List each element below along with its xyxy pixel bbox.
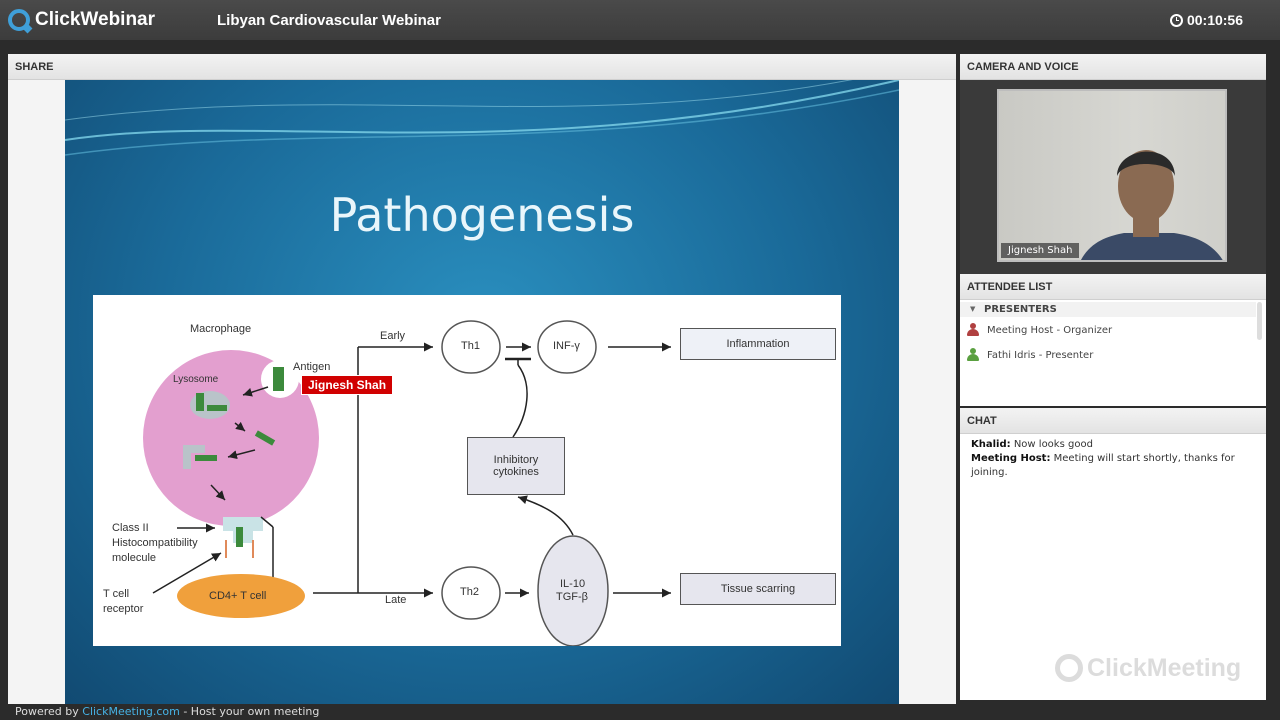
chat-text: Now looks good: [1013, 439, 1093, 450]
attendee-name: Fathi Idris - Presenter: [987, 349, 1094, 361]
infg-circle: [537, 320, 597, 374]
th1-circle: [441, 320, 501, 374]
session-timer: 00:10:56: [1169, 12, 1243, 28]
chat-message: Khalid: Now looks good: [971, 438, 1256, 452]
clock-icon: [1169, 13, 1183, 27]
attendee-item[interactable]: Fathi Idris - Presenter: [966, 346, 1093, 364]
chat-text: Meeting will start shortly, thanks for j…: [971, 453, 1235, 478]
share-header: SHARE: [8, 54, 956, 80]
slide-wave-decoration: [65, 80, 899, 156]
presentation-slide: Pathogenesis: [65, 80, 899, 704]
label-late: Late: [385, 594, 407, 606]
inhibitory-line1: Inhibitory: [493, 454, 539, 466]
group-label: PRESENTERS: [984, 304, 1057, 315]
share-area: Pathogenesis: [8, 80, 956, 704]
label-th2: Th2: [460, 586, 479, 598]
share-panel: SHARE Pathogenesis: [8, 54, 956, 704]
chat-panel: CHAT Khalid: Now looks good Meeting Host…: [960, 408, 1266, 700]
chat-author: Khalid:: [971, 439, 1011, 450]
watermark-text: ClickMeeting: [1087, 654, 1242, 682]
presenter-video[interactable]: Jignesh Shah: [997, 89, 1227, 262]
logo-text: ClickWebinar: [35, 9, 156, 30]
label-tcell: T cell: [103, 588, 130, 600]
app-logo: ClickWebinar: [8, 8, 155, 32]
footer: Powered by ClickMeeting.com - Host your …: [15, 705, 319, 718]
footer-prefix: Powered by: [15, 705, 79, 718]
footer-suffix: - Host your own meeting: [183, 705, 320, 718]
cd4-cell: [177, 574, 305, 618]
label-receptor: receptor: [103, 603, 144, 615]
attendee-header: ATTENDEE LIST: [960, 274, 1266, 300]
caret-down-icon: ▼: [970, 305, 976, 313]
pathogenesis-diagram: Macrophage Antigen Lysosome Class II His…: [93, 295, 841, 646]
label-infg: INF-γ: [553, 340, 580, 352]
chat-message: Meeting Host: Meeting will start shortly…: [971, 452, 1256, 480]
label-tgfb: TGF-β: [556, 591, 588, 603]
clickmeeting-watermark: ClickMeeting: [1055, 654, 1241, 682]
inhibitory-cytokines-box: Inhibitory cytokines: [467, 437, 565, 495]
attendee-list: ▼ PRESENTERS Meeting Host - Organizer Fa…: [960, 300, 1266, 406]
label-il10: IL-10: [560, 578, 586, 590]
person-icon: [966, 323, 980, 337]
chat-author: Meeting Host:: [971, 453, 1051, 464]
label-histo: Histocompatibility: [112, 537, 198, 549]
top-bar: ClickWebinar Libyan Cardiovascular Webin…: [0, 0, 1280, 40]
presenter-pointer-tag: Jignesh Shah: [301, 375, 394, 395]
camera-header: CAMERA AND VOICE: [960, 54, 1266, 80]
presenter-silhouette: [1081, 150, 1223, 260]
clickmeeting-link[interactable]: ClickMeeting.com: [82, 705, 180, 718]
label-early: Early: [380, 330, 406, 342]
logo-icon: [8, 9, 30, 31]
il10-oval: [537, 535, 609, 646]
label-cd4: CD4+ T cell: [209, 590, 267, 602]
clickmeeting-logo-icon: [1055, 654, 1083, 682]
slide-title: Pathogenesis: [329, 188, 635, 242]
inflammation-box: Inflammation: [680, 328, 836, 360]
video-name-label: Jignesh Shah: [1001, 243, 1080, 258]
th2-circle: [441, 566, 501, 620]
attendee-name: Meeting Host - Organizer: [987, 324, 1113, 336]
chat-messages: Khalid: Now looks good Meeting Host: Mee…: [960, 434, 1266, 700]
label-th1: Th1: [461, 340, 480, 352]
label-macrophage: Macrophage: [190, 323, 252, 335]
attendee-item[interactable]: Meeting Host - Organizer: [966, 321, 1112, 339]
label-lysosome: Lysosome: [173, 374, 219, 385]
webinar-title: Libyan Cardiovascular Webinar: [217, 12, 441, 29]
person-icon: [966, 348, 980, 362]
attendee-scrollbar[interactable]: [1257, 302, 1262, 340]
attendee-panel: ATTENDEE LIST ▼ PRESENTERS Meeting Host …: [960, 274, 1266, 406]
label-antigen: Antigen: [293, 361, 331, 373]
chat-header: CHAT: [960, 408, 1266, 434]
camera-panel: CAMERA AND VOICE Jignesh Shah: [960, 54, 1266, 274]
presenters-group[interactable]: ▼ PRESENTERS: [960, 302, 1256, 317]
label-class2: Class II: [112, 522, 149, 534]
diagram-graphics: [143, 320, 671, 646]
camera-area: Jignesh Shah: [960, 80, 1266, 274]
tissue-scarring-box: Tissue scarring: [680, 573, 836, 605]
label-molecule: molecule: [112, 552, 157, 564]
timer-value: 00:10:56: [1186, 12, 1243, 28]
inhibitory-line2: cytokines: [493, 466, 539, 478]
